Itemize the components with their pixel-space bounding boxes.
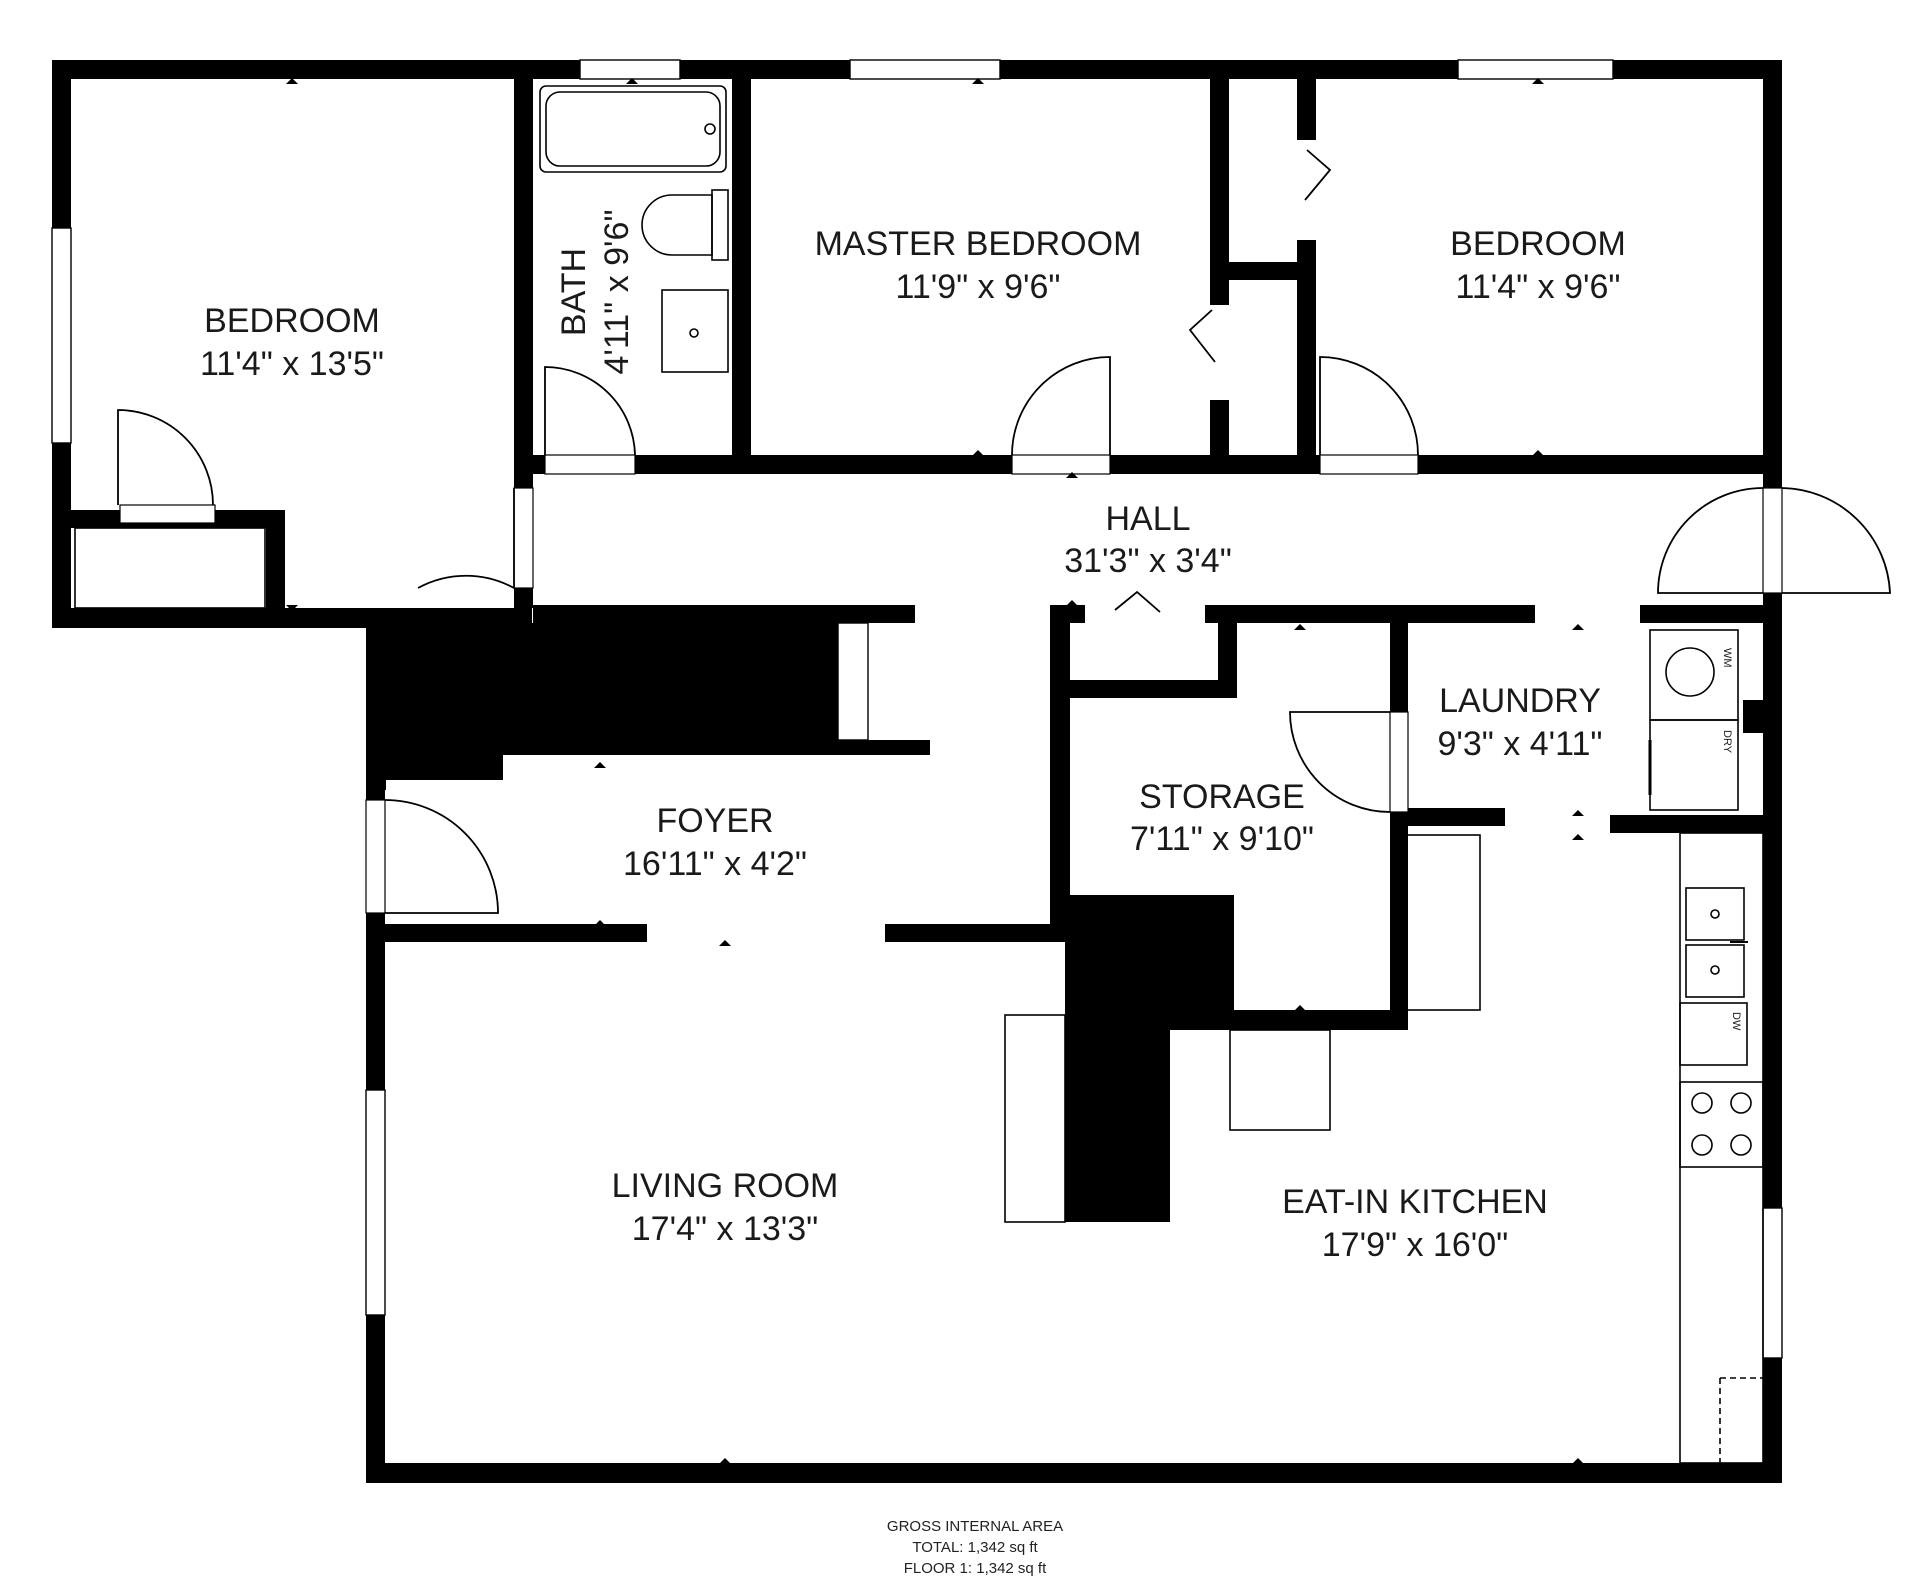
dryer: DRY: [1648, 719, 1739, 811]
living-room-dims: 17'4" x 13'3": [632, 1210, 818, 1248]
fixtures: WM DRY DW: [74, 85, 1764, 1464]
bath-dims: 4'11" x 9'6": [598, 209, 636, 374]
stove: [1679, 1081, 1764, 1168]
washer: WM: [1649, 629, 1739, 721]
bedroom-right-name: BEDROOM: [1450, 225, 1626, 263]
kitchen-sink: [1685, 887, 1748, 998]
measurement-markers: [286, 78, 1584, 1464]
master-bedroom-name: MASTER BEDROOM: [815, 225, 1142, 263]
living-room-name: LIVING ROOM: [612, 1167, 839, 1205]
walls: [52, 60, 1782, 1483]
laundry-name: LAUNDRY: [1439, 682, 1601, 720]
kitchen-name: EAT-IN KITCHEN: [1282, 1183, 1548, 1221]
bedroom-left-name: BEDROOM: [204, 302, 380, 340]
bath-sink: [661, 289, 729, 373]
bathtub: [539, 85, 727, 173]
foyer-name: FOYER: [656, 802, 773, 840]
storage-name: STORAGE: [1139, 778, 1305, 816]
bedroom-right-dims: 11'4" x 9'6": [1455, 268, 1620, 306]
washer-label: WM: [1721, 648, 1733, 668]
dishwasher-label: DW: [1730, 1012, 1742, 1031]
bath-name: BATH: [555, 248, 593, 336]
laundry-dims: 9'3" x 4'11": [1437, 725, 1602, 763]
dishwasher: DW: [1679, 1002, 1748, 1066]
area-floor: FLOOR 1: 1,342 sq ft: [904, 1560, 1047, 1577]
kitchen-dims: 17'9" x 16'0": [1322, 1226, 1508, 1264]
dryer-label: DRY: [1721, 730, 1733, 754]
foyer-dims: 16'11" x 4'2": [623, 845, 807, 883]
room-labels: BEDROOM 11'4" x 13'5" BATH 4'11" x 9'6" …: [200, 209, 1626, 1264]
doors: [117, 149, 1891, 914]
storage-dims: 7'11" x 9'10": [1130, 820, 1314, 858]
area-summary: GROSS INTERNAL AREA TOTAL: 1,342 sq ft F…: [887, 1518, 1063, 1577]
master-bedroom-dims: 11'9" x 9'6": [895, 268, 1060, 306]
hall-name: HALL: [1105, 500, 1190, 538]
hall-dims: 31'3" x 3'4": [1064, 542, 1232, 580]
toilet: [641, 189, 729, 261]
area-total: TOTAL: 1,342 sq ft: [912, 1539, 1038, 1556]
windows: [51, 59, 1783, 1359]
bedroom-left-dims: 11'4" x 13'5": [200, 345, 384, 383]
area-heading: GROSS INTERNAL AREA: [887, 1518, 1063, 1535]
